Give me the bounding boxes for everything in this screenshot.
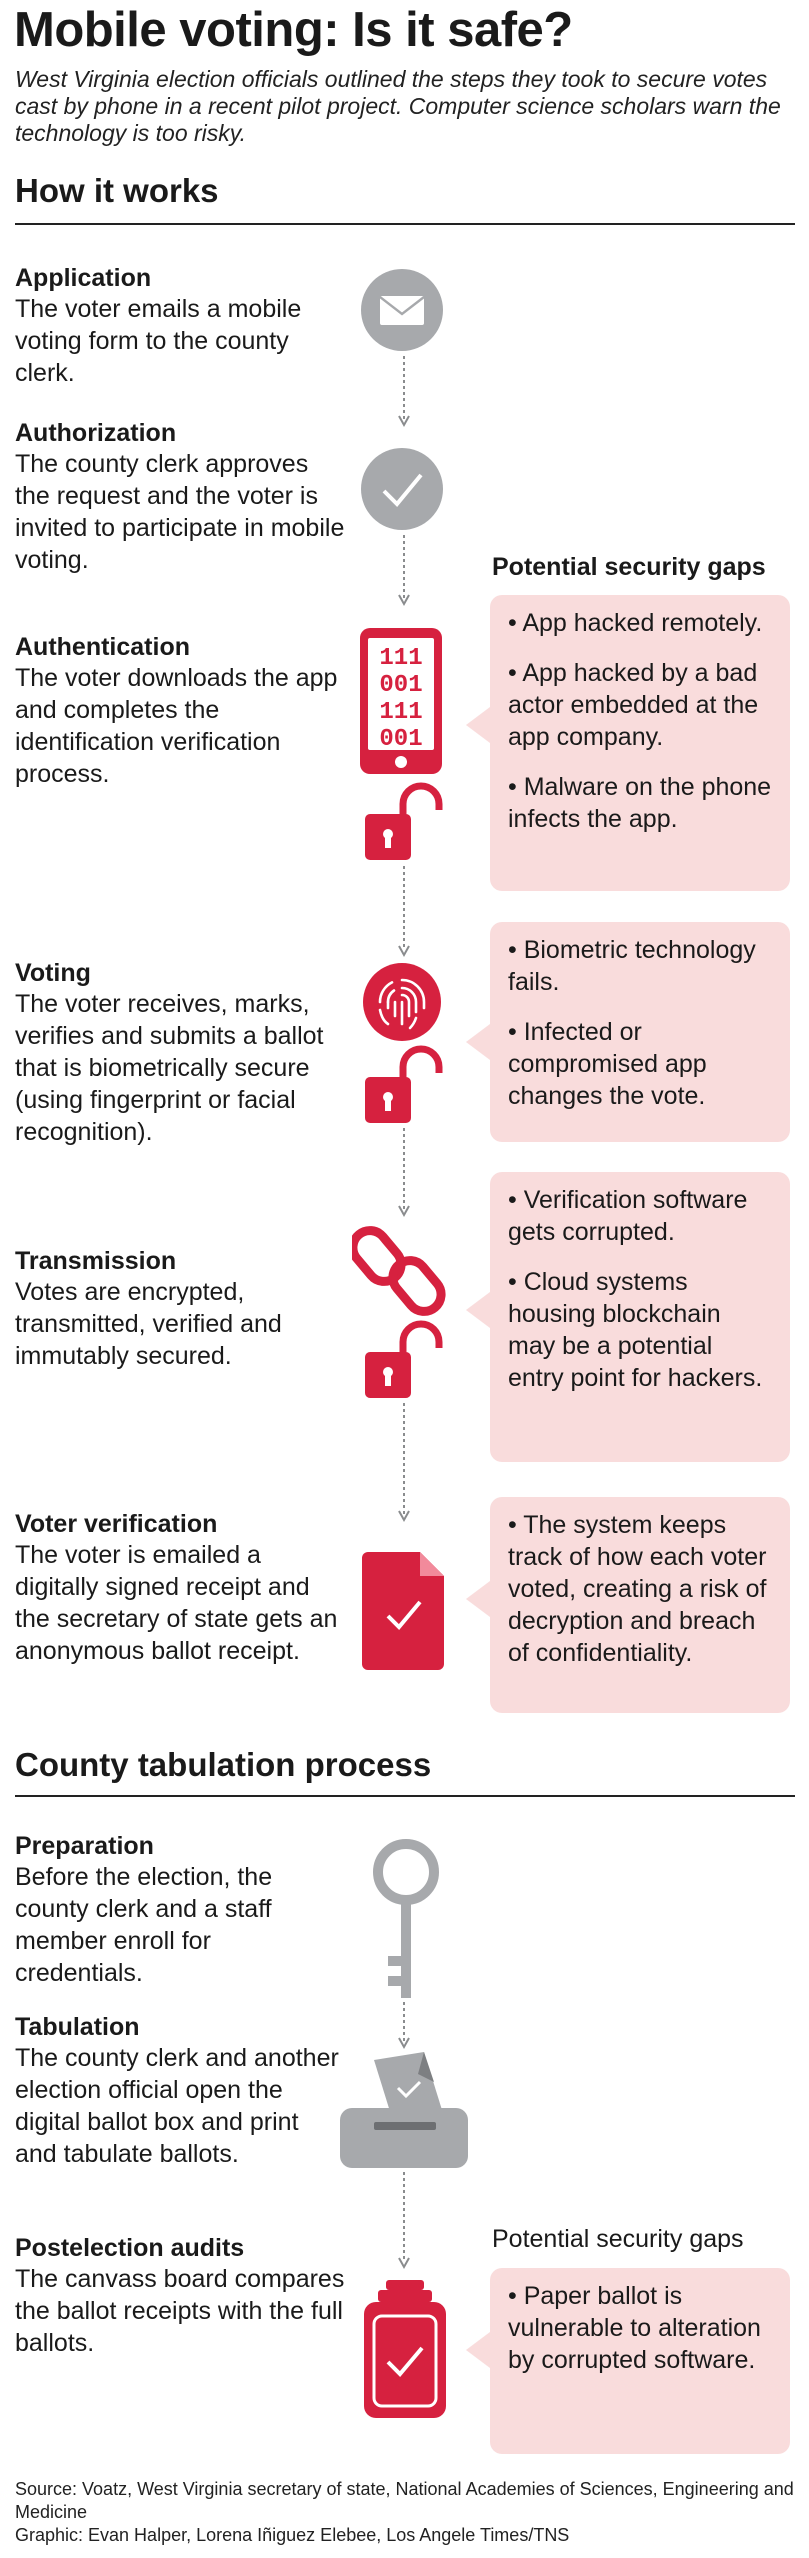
security-gaps-voting: • Biometric technology fails. • Infected… — [466, 922, 790, 1142]
section-divider — [15, 1795, 795, 1797]
binary-row: 001 — [379, 672, 422, 699]
step-title: Application — [15, 264, 152, 292]
section-divider — [15, 223, 795, 225]
step-text: The county clerk approves the request an… — [15, 450, 345, 574]
binary-row: 001 — [379, 726, 422, 753]
open-padlock-icon — [365, 782, 443, 860]
step-tabulation: Tabulation The county clerk and another … — [15, 2012, 345, 2170]
step-text: The voter receives, marks, verifies and … — [15, 990, 324, 1146]
footer-credits: Source: Voatz, West Virginia secretary o… — [15, 2478, 795, 2547]
ballot-bag-icon — [364, 2280, 446, 2418]
gap-item: • The system keeps track of how each vot… — [508, 1511, 767, 1667]
source-note: Source: Voatz, West Virginia secretary o… — [15, 2479, 794, 2522]
signed-receipt-icon — [362, 1552, 444, 1670]
key-icon — [373, 1839, 439, 1998]
step-title: Postelection audits — [15, 2234, 245, 2262]
envelope-icon — [361, 269, 443, 351]
step-title: Voter verification — [15, 1510, 218, 1538]
step-application: Application The voter emails a mobile vo… — [15, 263, 345, 389]
graphic-credit: Graphic: Evan Halper, Lorena Iñiguez Ele… — [15, 2525, 570, 2545]
step-title: Authentication — [15, 633, 190, 661]
step-text: The canvass board compares the ballot re… — [15, 2265, 345, 2357]
flow-connector — [398, 535, 410, 607]
step-text: Before the election, the county clerk an… — [15, 1863, 273, 1987]
flow-connector — [398, 2172, 410, 2270]
security-gaps-heading: Potential security gaps — [492, 2225, 744, 2253]
gap-item: • Paper ballot is vulnerable to alterati… — [508, 2282, 761, 2374]
page-title: Mobile voting: Is it safe? — [14, 3, 573, 57]
section-heading-how-it-works: How it works — [15, 172, 219, 209]
step-text: Votes are encrypted, transmitted, verifi… — [15, 1278, 282, 1370]
fingerprint-icon — [363, 963, 441, 1041]
step-title: Tabulation — [15, 2013, 140, 2041]
step-title: Transmission — [15, 1247, 177, 1275]
step-authentication: Authentication The voter downloads the a… — [15, 632, 345, 790]
step-text: The voter emails a mobile voting form to… — [15, 295, 302, 387]
open-padlock-icon — [365, 1045, 443, 1123]
step-text: The voter is emailed a digitally signed … — [15, 1541, 338, 1665]
security-gaps-postelection: • Paper ballot is vulnerable to alterati… — [466, 2268, 790, 2454]
smartphone-binary-icon: 111 001 111 001 — [360, 628, 442, 774]
step-authorization: Authorization The county clerk approves … — [15, 418, 345, 576]
gap-item: • App hacked remotely. — [508, 609, 763, 637]
step-transmission: Transmission Votes are encrypted, transm… — [15, 1246, 345, 1372]
flow-connector — [398, 2002, 410, 2050]
step-text: The voter downloads the app and complete… — [15, 664, 338, 788]
step-title: Authorization — [15, 419, 177, 447]
gap-item: • Verification software gets corrupted. — [508, 1186, 748, 1246]
flow-connector — [398, 866, 410, 958]
flow-connector — [398, 356, 410, 428]
security-gaps-voter-verification: • The system keeps track of how each vot… — [466, 1497, 790, 1713]
binary-row: 111 — [379, 699, 422, 726]
open-padlock-icon — [365, 1320, 443, 1398]
security-gaps-authentication: • App hacked remotely. • App hacked by a… — [466, 595, 790, 891]
gap-item: • Biometric technology fails. — [508, 936, 756, 996]
page-subtitle: West Virginia election officials outline… — [15, 66, 781, 146]
checkmark-icon — [361, 448, 443, 530]
ballot-box-icon — [340, 2052, 468, 2168]
chain-link-icon — [352, 1226, 446, 1316]
flow-connector — [398, 1403, 410, 1523]
security-gaps-transmission: • Verification software gets corrupted. … — [466, 1172, 790, 1462]
gap-item: • Cloud systems housing blockchain may b… — [508, 1268, 763, 1392]
step-postelection-audits: Postelection audits The canvass board co… — [15, 2233, 345, 2359]
step-preparation: Preparation Before the election, the cou… — [15, 1831, 345, 1989]
security-gaps-heading: Potential security gaps — [492, 553, 766, 581]
step-voter-verification: Voter verification The voter is emailed … — [15, 1509, 345, 1667]
flow-connector — [398, 1128, 410, 1218]
gap-item: • Infected or compromised app changes th… — [508, 1018, 707, 1110]
step-text: The county clerk and another election of… — [15, 2044, 339, 2168]
gap-item: • Malware on the phone infects the app. — [508, 773, 772, 833]
step-title: Preparation — [15, 1832, 154, 1860]
binary-row: 111 — [379, 645, 422, 672]
gap-item: • App hacked by a bad actor embedded at … — [508, 659, 759, 751]
step-voting: Voting The voter receives, marks, verifi… — [15, 958, 345, 1148]
section-heading-county-tabulation: County tabulation process — [15, 1746, 432, 1783]
step-title: Voting — [15, 959, 91, 987]
